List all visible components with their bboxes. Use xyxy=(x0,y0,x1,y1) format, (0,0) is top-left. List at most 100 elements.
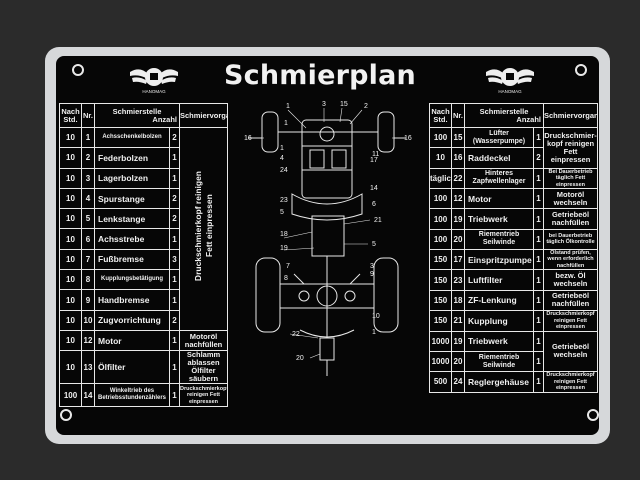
row-point: Lüfter (Wasserpumpe) xyxy=(464,126,534,149)
row-point: Achsstrebe xyxy=(94,228,170,250)
diagram-label: 15 xyxy=(340,101,348,108)
header-nr: Nr. xyxy=(451,103,465,128)
row-count: 2 xyxy=(533,147,544,169)
row-nr: 13 xyxy=(81,350,95,385)
row-point: Motor xyxy=(94,329,170,352)
hanomag-emblem-icon: HANOMAG xyxy=(486,68,534,94)
svg-text:HANOMAG: HANOMAG xyxy=(498,89,522,94)
row-point: ZF-Lenkung xyxy=(464,289,534,312)
row-point: Raddeckel xyxy=(464,147,534,169)
row-count: 1 xyxy=(533,371,544,393)
diagram-label: 18 xyxy=(280,231,288,238)
row-count: 1 xyxy=(169,329,180,352)
row-count: 1 xyxy=(169,269,180,291)
hanomag-emblem-icon: HANOMAG xyxy=(130,68,178,94)
row-hours: 500 xyxy=(429,371,452,393)
row-hours: 10 xyxy=(59,187,82,210)
row-point: Motor xyxy=(464,188,534,210)
header-hours: Nach Std. xyxy=(59,103,82,128)
row-nr: 4 xyxy=(81,187,95,210)
row-hours: 150 xyxy=(429,310,452,332)
row-point: Lenkstange xyxy=(94,208,170,230)
row-count: 1 xyxy=(169,350,180,385)
row-nr: 6 xyxy=(81,228,95,250)
row-point: Zugvorrichtung xyxy=(94,309,170,331)
page-title: Schmierplan xyxy=(224,60,416,91)
row-process: Ölstand prüfen, wenn erforderlich nachfü… xyxy=(543,248,598,271)
row-count: 1 xyxy=(169,289,180,311)
row-count: 1 xyxy=(533,208,544,230)
row-hours: 1000 xyxy=(429,350,452,373)
row-nr: 20 xyxy=(451,228,465,250)
diagram-label: 24 xyxy=(280,167,288,174)
merged-process-cell: Getriebeöl wechseln xyxy=(543,330,598,373)
row-count: 1 xyxy=(533,228,544,250)
row-nr: 10 xyxy=(81,309,95,331)
row-process: Motoröl wechseln xyxy=(543,188,598,210)
row-point: Hinteres Zapfwellenlager xyxy=(464,167,534,190)
row-point: Riementrieb Seilwinde xyxy=(464,228,534,250)
row-point: Triebwerk xyxy=(464,330,534,352)
row-hours: 10 xyxy=(59,167,82,189)
row-count: 2 xyxy=(169,187,180,210)
row-process: Druckschmierkopf reinigen Fett einpresse… xyxy=(543,310,598,332)
diagram-label: 1 xyxy=(372,329,376,336)
diagram-label: 17 xyxy=(370,157,378,164)
row-nr: 22 xyxy=(451,167,465,190)
screw-bottom-right-icon xyxy=(587,409,599,421)
row-process: Druckschmierkopf reinigen Fett einpresse… xyxy=(179,383,228,408)
row-process: bei Dauerbetrieb täglich Ölkontrolle xyxy=(543,228,598,250)
row-point: Riementrieb Seilwinde xyxy=(464,350,534,373)
row-nr: 15 xyxy=(451,126,465,149)
row-count: 3 xyxy=(169,248,180,271)
row-hours: 100 xyxy=(429,126,452,149)
row-point: Handbremse xyxy=(94,289,170,311)
row-process: Druckschmier-kopf reinigen Fett einpress… xyxy=(543,127,598,169)
screw-top-left-icon xyxy=(72,64,84,76)
row-point: Reglergehäuse xyxy=(464,371,534,393)
row-point: Lagerbolzen xyxy=(94,167,170,189)
diagram-label: 14 xyxy=(370,185,378,192)
diagram-label: 16 xyxy=(404,135,412,142)
row-hours: 100 xyxy=(429,208,452,230)
row-process: Druckschmierkopf reinigen Fett einpresse… xyxy=(543,371,598,393)
row-hours: 150 xyxy=(429,289,452,312)
diagram-label: 1 xyxy=(284,120,288,127)
row-process: Getriebeöl nachfüllen xyxy=(543,289,598,312)
diagram-label: 3 xyxy=(322,101,326,108)
screw-top-right-icon xyxy=(575,64,587,76)
row-hours: 100 xyxy=(429,188,452,210)
row-nr: 3 xyxy=(81,167,95,189)
row-nr: 20 xyxy=(451,350,465,373)
row-hours: 100 xyxy=(59,383,82,408)
row-hours: 10 xyxy=(59,309,82,331)
row-point: Ölfilter xyxy=(94,350,170,385)
row-count: 2 xyxy=(169,208,180,230)
row-count: 1 xyxy=(169,167,180,189)
diagram-label: 2 xyxy=(364,103,368,110)
row-count: 1 xyxy=(533,188,544,210)
row-hours: 150 xyxy=(429,269,452,291)
row-count: 1 xyxy=(169,383,180,408)
row-nr: 17 xyxy=(451,248,465,271)
row-point: Winkeltrieb des Betriebsstundenzählers xyxy=(94,383,170,408)
row-count: 1 xyxy=(533,167,544,190)
row-process: Bei Dauerbetrieb täglich Fett einpressen xyxy=(543,167,598,190)
row-nr: 1 xyxy=(81,126,95,149)
diagram-label: 9 xyxy=(370,271,374,278)
diagram-label: 1 xyxy=(280,145,284,152)
row-point: Achsschenkelbolzen xyxy=(94,126,170,149)
